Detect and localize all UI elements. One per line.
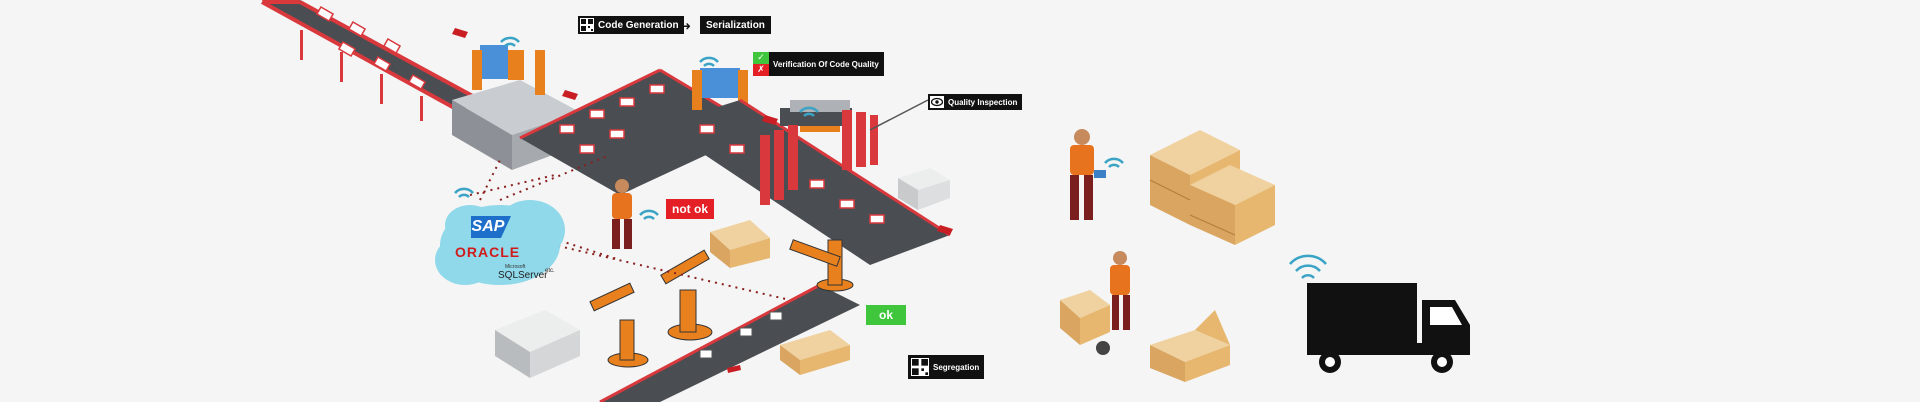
cloud-shape <box>435 200 565 285</box>
quality-inspection-text: Quality Inspection <box>948 97 1018 107</box>
cross-icon: ✗ <box>753 64 769 76</box>
segregation-text: Segregation <box>933 362 980 372</box>
sql-server-text: SQLServer <box>498 270 548 281</box>
quality-inspection-label: Quality Inspection <box>928 94 1023 110</box>
product-pallet <box>495 310 580 378</box>
inspection-callout-line <box>869 99 929 131</box>
not-ok-badge: not ok <box>666 199 714 219</box>
ok-box <box>780 330 850 375</box>
qr-code-icon <box>911 358 929 376</box>
conveyor-1 <box>261 0 481 121</box>
truck-icon <box>1307 283 1470 373</box>
operator-worker <box>612 179 632 249</box>
warehouse-worker <box>1070 129 1106 220</box>
oracle-text: ORACLE <box>455 244 521 260</box>
verify-icons: ✓ ✗ <box>753 52 769 76</box>
qr-code-icon <box>580 18 594 32</box>
check-icon: ✓ <box>753 52 769 64</box>
serialization-label: Serialization <box>700 16 771 34</box>
arrow-right-icon: ➜ <box>681 19 692 33</box>
verification-text: Verification Of Code Quality <box>773 59 879 69</box>
code-generation-text: Code Generation <box>598 19 679 31</box>
flow-arrows <box>452 28 953 373</box>
verification-label: ✓ ✗ Verification Of Code Quality <box>753 52 884 76</box>
data-links <box>469 154 791 301</box>
wifi-icon <box>454 36 1327 279</box>
code-generation-label: Code Generation <box>578 16 684 34</box>
robot-arms <box>589 239 854 368</box>
product-stack-right <box>898 168 950 210</box>
inspection-station <box>760 100 878 205</box>
sap-logo: SAP <box>471 216 511 238</box>
microsoft-text: Microsoft <box>505 264 526 270</box>
verification-station <box>692 68 748 110</box>
serialization-text: Serialization <box>706 19 765 31</box>
ok-badge: ok <box>866 305 906 325</box>
eye-inspection-icon <box>930 96 944 108</box>
segregation-label: Segregation <box>908 355 985 379</box>
hand-truck-worker <box>1060 251 1130 355</box>
sap-text: SAP <box>471 218 505 235</box>
etc-text: etc. <box>545 268 555 274</box>
open-box <box>1150 310 1230 382</box>
conveyor-4 <box>599 283 860 402</box>
reject-box <box>710 220 770 268</box>
shipping-box-stack <box>1149 130 1275 245</box>
